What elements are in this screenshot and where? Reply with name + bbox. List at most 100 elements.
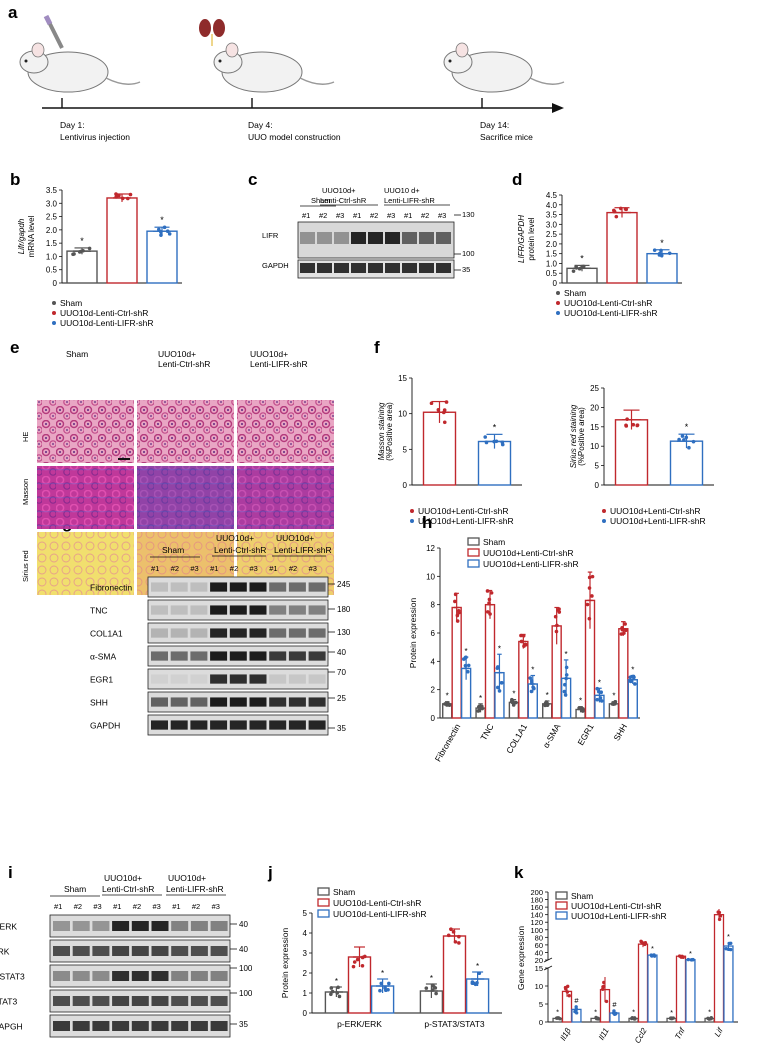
- data-point: [643, 940, 648, 945]
- sig-mark: *: [689, 949, 692, 958]
- data-point: [639, 940, 644, 944]
- blot-band: [170, 605, 188, 615]
- legend-label: Sham: [571, 891, 593, 901]
- y-tick-label: 4: [303, 929, 308, 938]
- blot-band: [72, 921, 90, 931]
- data-point: [581, 707, 585, 711]
- blot-row-label: GAPDH: [90, 720, 120, 730]
- blot-band: [210, 674, 228, 684]
- day1-label: Day 1:: [60, 120, 85, 130]
- y-tick-label: 1.5: [46, 239, 58, 248]
- blot-marker: 100: [239, 989, 253, 998]
- blot-band: [72, 971, 90, 981]
- blot-band: [249, 720, 267, 730]
- data-point: [157, 227, 161, 232]
- blot-row-label: ERK: [0, 947, 10, 957]
- legend-label: UUO10d+Lenti-LIFR-shR: [418, 516, 514, 526]
- data-point: [521, 633, 526, 638]
- data-point: [631, 422, 636, 427]
- kidney-icon: [199, 19, 225, 46]
- legend-marker: [602, 519, 606, 523]
- data-point: [443, 702, 447, 706]
- lane-label: #3: [93, 902, 101, 911]
- sig-star: *: [476, 962, 479, 971]
- blot-c-lifr-band: [436, 232, 451, 244]
- data-point: [677, 954, 682, 958]
- blot-band: [288, 605, 306, 615]
- blot-band: [210, 996, 228, 1006]
- blot-g-group-1: UUO10d+: [216, 533, 254, 543]
- panel-label-f: f: [374, 338, 380, 357]
- legend-swatch: [317, 909, 330, 918]
- data-point: [487, 597, 492, 602]
- data-point: [500, 440, 505, 445]
- data-point: [125, 196, 130, 201]
- legend-swatch: [555, 891, 568, 900]
- y-tick-label: 4.5: [546, 191, 558, 200]
- x-tick-label: Il1β: [558, 1026, 573, 1042]
- blot-marker: 40: [239, 945, 248, 954]
- y-tick-label: 60: [535, 941, 543, 950]
- blot-band: [288, 628, 306, 638]
- blot-g-group-2b: Lenti-LIFR-shR: [274, 545, 332, 555]
- sig-star: *: [479, 694, 482, 703]
- data-point: [470, 981, 475, 986]
- data-point: [120, 196, 125, 201]
- data-point: [483, 435, 488, 439]
- data-point: [718, 914, 723, 918]
- blot-c-gapdh-band: [351, 263, 366, 273]
- panel-label-k: k: [514, 863, 524, 882]
- blot-c-gapdh-band: [334, 263, 349, 273]
- data-point: [352, 960, 357, 964]
- blot-i: Sham UUO10d+ Lenti-Ctrl-shR UUO10d+ Lent…: [0, 873, 253, 1038]
- y-tick-label: 3.5: [546, 211, 558, 220]
- blot-row-label: EGR1: [90, 674, 113, 684]
- panel-label-b: b: [10, 170, 20, 189]
- data-point: [519, 633, 523, 638]
- data-point: [379, 981, 384, 986]
- blot-band: [112, 946, 130, 956]
- blot-band: [229, 697, 247, 707]
- data-point: [453, 940, 458, 944]
- bar: [646, 252, 678, 284]
- data-point: [554, 629, 559, 634]
- y-tick-label: 1.0: [46, 252, 58, 261]
- data-point: [555, 623, 559, 628]
- lane-label: #1: [113, 902, 121, 911]
- blot-band: [171, 921, 189, 931]
- data-point: [117, 193, 121, 198]
- blot-band: [229, 720, 247, 730]
- blot-band: [190, 1021, 208, 1031]
- data-point: [563, 985, 568, 990]
- bar: [713, 914, 725, 1023]
- lane-label: #1: [54, 902, 62, 911]
- lane-label: #3: [336, 211, 344, 220]
- data-point: [564, 665, 569, 670]
- data-point: [444, 400, 449, 404]
- blot-i-group-1b: Lenti-Ctrl-shR: [102, 884, 154, 894]
- histo-col-sham: Sham: [66, 349, 88, 359]
- blot-band: [288, 697, 306, 707]
- data-point: [363, 954, 367, 959]
- data-point: [436, 407, 441, 412]
- blot-band: [190, 651, 208, 661]
- blot-row-label: GAPGH: [0, 1022, 23, 1032]
- data-point: [618, 206, 623, 211]
- blot-c-lifr-band: [402, 232, 417, 244]
- lane-label: #1: [210, 564, 218, 573]
- y-tick-label: 15: [535, 964, 543, 973]
- blot-c-marker-100: 100: [462, 249, 475, 258]
- sig-mark: #: [612, 1000, 617, 1009]
- panel-label-a: a: [8, 3, 18, 22]
- blot-band: [229, 651, 247, 661]
- blot-band: [210, 697, 228, 707]
- data-point: [590, 574, 595, 579]
- blot-band: [151, 946, 169, 956]
- legend-swatch: [317, 887, 330, 896]
- data-point: [677, 437, 681, 442]
- y-tick-label: 0: [403, 481, 408, 490]
- data-point: [680, 434, 685, 438]
- blot-i-group-0: Sham: [64, 884, 86, 894]
- blot-band: [308, 697, 326, 707]
- histo-row-he: HE: [21, 432, 30, 442]
